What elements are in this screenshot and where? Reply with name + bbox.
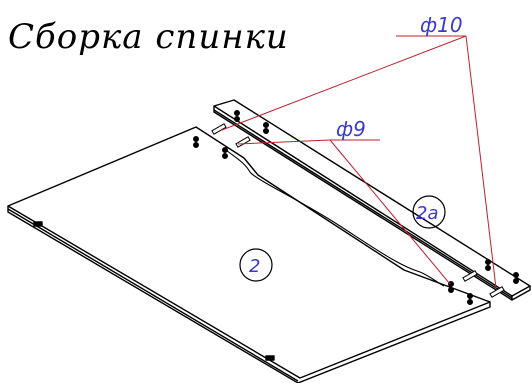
part-bubble-circle bbox=[412, 195, 446, 229]
leader-dia9-b bbox=[329, 139, 451, 285]
dowel-hole bbox=[489, 286, 505, 298]
panel-edge-notch-left bbox=[33, 221, 43, 227]
back-rail-top-face bbox=[213, 99, 531, 297]
screw-icon bbox=[234, 110, 240, 122]
screw-icon bbox=[467, 293, 473, 305]
dowel-hole bbox=[235, 136, 251, 148]
leader-dia9-a bbox=[237, 139, 331, 145]
drawing-title: Сборка спинки bbox=[8, 17, 289, 57]
leader-dia10-a bbox=[221, 35, 467, 131]
part-bubble-panel: 2 bbox=[239, 248, 273, 282]
back-panel-cutout-contour bbox=[225, 149, 445, 287]
back-rail-side-face bbox=[213, 106, 531, 301]
dowel-hole bbox=[211, 123, 227, 135]
back-panel-top-face bbox=[7, 126, 491, 379]
callout-diameter-10: ф10 bbox=[420, 13, 463, 37]
rail-dowel-holes bbox=[211, 123, 505, 298]
panel-edge-notch-bottom bbox=[265, 355, 275, 361]
leader-lines bbox=[221, 35, 497, 289]
screw-icon bbox=[222, 147, 228, 159]
fasteners bbox=[193, 110, 519, 305]
screw-icon bbox=[263, 122, 269, 134]
screw-icon bbox=[193, 136, 199, 148]
back-panel-edge-seam bbox=[7, 208, 299, 382]
part-number-rail: 2а bbox=[416, 203, 438, 224]
part-bubble-rail: 2а bbox=[412, 195, 446, 229]
back-rail-lower-edge bbox=[213, 109, 513, 299]
part-number-panel: 2 bbox=[249, 256, 260, 277]
part-bubble-circle bbox=[239, 248, 273, 282]
screw-icon bbox=[485, 259, 491, 271]
back-panel bbox=[7, 126, 491, 383]
screw-icon bbox=[513, 272, 519, 284]
screw-icon bbox=[448, 281, 454, 293]
callout-diameter-9: ф9 bbox=[336, 117, 366, 141]
dowel-hole bbox=[462, 270, 478, 282]
back-panel-edge bbox=[7, 206, 491, 383]
back-rail bbox=[213, 99, 531, 301]
leader-dia10-b bbox=[465, 35, 497, 289]
